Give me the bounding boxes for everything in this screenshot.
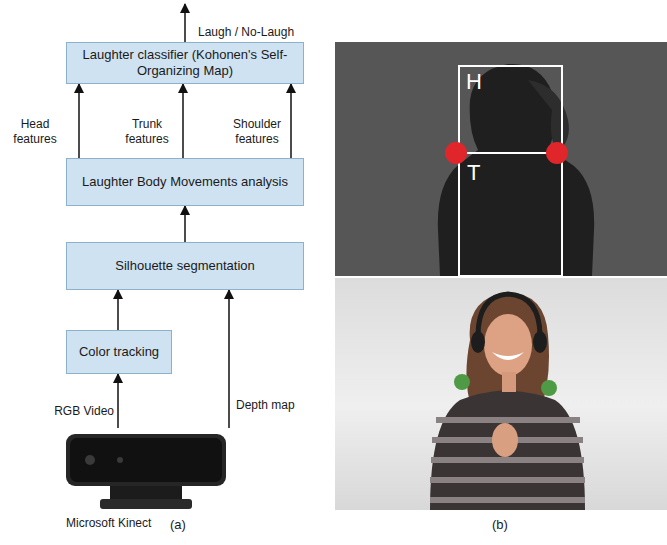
process-box: Color tracking — [66, 330, 172, 374]
panel-label: (a) — [170, 517, 186, 532]
edge-label: Trunk features — [118, 117, 176, 147]
rgb-photo — [335, 278, 667, 510]
flow-arrow — [78, 84, 80, 158]
flow-arrow — [228, 290, 230, 428]
flow-arrow — [117, 374, 119, 428]
process-box: Laughter Body Movements analysis — [66, 158, 304, 206]
flow-arrow — [184, 206, 186, 242]
process-box: Silhouette segmentation — [66, 242, 304, 290]
region-letter: T — [467, 160, 480, 186]
output-label: Laugh / No-Laugh — [198, 25, 294, 39]
region-letter: H — [466, 69, 482, 95]
flow-arrow — [117, 290, 119, 330]
flow-arrow — [290, 84, 292, 158]
edge-label: Shoulder features — [226, 117, 288, 147]
output-arrow — [184, 4, 186, 42]
edge-label: Depth map — [236, 398, 310, 413]
box-text: Silhouette segmentation — [115, 258, 254, 274]
device-node: Microsoft Kinect — [60, 428, 236, 532]
depth-map — [335, 42, 667, 276]
process-box: Laughter classifier (Kohonen's Self-Orga… — [66, 42, 304, 84]
edge-label: Head features — [6, 117, 64, 147]
box-text: Laughter Body Movements analysis — [82, 174, 288, 190]
panel-label: (b) — [492, 517, 508, 532]
edge-label: RGB Video — [44, 404, 114, 419]
device-name: Microsoft Kinect — [66, 516, 151, 530]
box-text: Color tracking — [79, 344, 159, 360]
box-text: Laughter classifier (Kohonen's Self-Orga… — [73, 47, 297, 79]
flow-arrow — [182, 84, 184, 158]
kinect-sensor — [66, 434, 226, 509]
